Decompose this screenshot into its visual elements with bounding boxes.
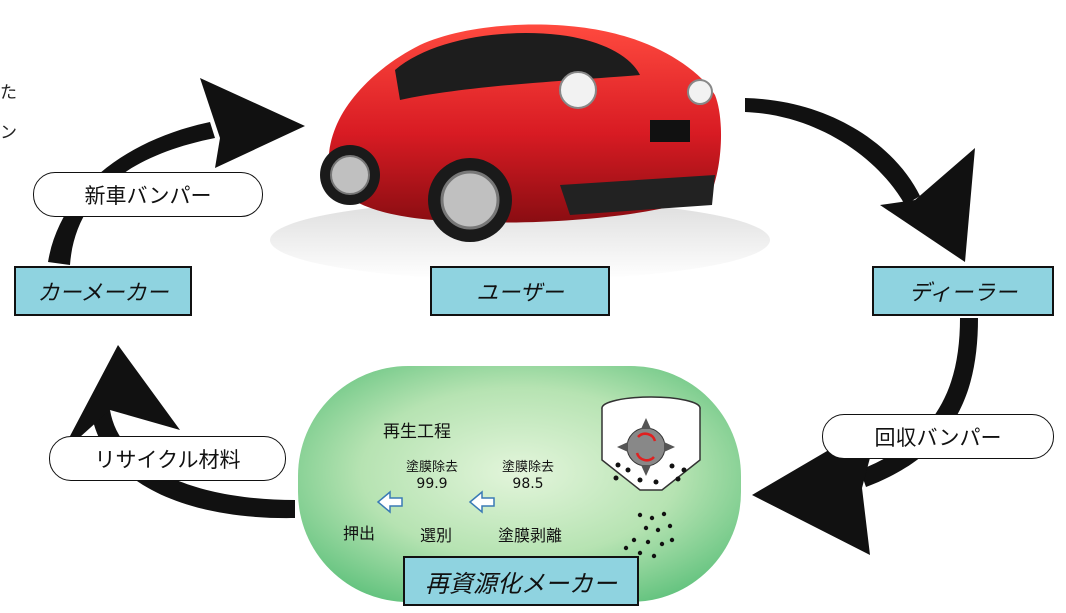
- flow-arrow-recovered-bumper: [860, 318, 978, 487]
- step-sorting: 選別: [420, 526, 453, 545]
- cut-off-text: ン: [0, 123, 17, 143]
- step-paint-peeling: 塗膜剥離: [498, 526, 563, 545]
- process-title: 再生工程: [383, 422, 451, 442]
- flow-label-new-bumper: 新車バンパー: [33, 172, 263, 217]
- flow-label-recycled-material: リサイクル材料: [49, 436, 286, 481]
- pellets-icon: [623, 511, 675, 559]
- arrow-left-icon: [468, 490, 495, 514]
- removal-label: 塗膜除去: [501, 460, 554, 475]
- crusher-icon: [601, 396, 701, 491]
- node-dealer: ディーラー: [872, 266, 1054, 316]
- arrowhead-to-user: [200, 78, 305, 168]
- arrowhead-to-car-maker: [60, 345, 180, 455]
- node-user: ユーザー: [430, 266, 610, 316]
- node-car-maker: カーメーカー: [14, 266, 192, 316]
- flow-arrow-to-dealer: [745, 98, 920, 205]
- flow-label-recovered-bumper: 回収バンパー: [822, 414, 1054, 459]
- arrow-left-icon: [376, 490, 403, 514]
- removal-rate-select: 塗膜除去 99.9: [404, 460, 460, 492]
- cut-off-text: た: [0, 83, 17, 103]
- removal-rate-peel: 塗膜除去 98.5: [500, 460, 556, 492]
- car-image: [270, 24, 770, 280]
- step-extrusion: 押出: [343, 524, 376, 543]
- arrowhead-to-dealer: [880, 148, 975, 262]
- node-recycler: 再資源化メーカー: [403, 556, 639, 606]
- removal-label: 塗膜除去: [405, 460, 458, 475]
- removal-value: 99.9: [416, 476, 448, 492]
- removal-value: 98.5: [512, 476, 544, 492]
